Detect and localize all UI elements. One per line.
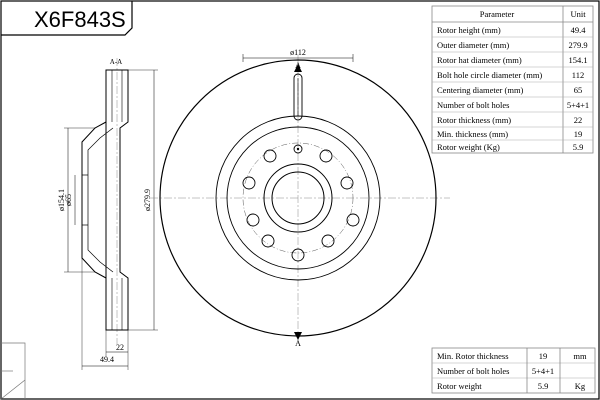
spec-row-value: 5.9 — [573, 142, 584, 152]
bolt-hole — [346, 213, 360, 227]
title-box-outline — [1, 1, 133, 36]
height-label: 49.4 — [100, 355, 114, 364]
summary-row-label: Rotor weight — [437, 381, 482, 391]
bolt-hole — [242, 176, 256, 190]
summary-table: Min. Rotor thickness 19 mm Number of bol… — [431, 347, 596, 394]
spec-row-label: Bolt hole circle diameter (mm) — [437, 70, 542, 80]
spec-row-value: 19 — [574, 129, 583, 139]
spec-row-value: 22 — [574, 115, 583, 125]
spec-row-value: 65 — [574, 85, 583, 95]
bolt-hole — [321, 234, 335, 248]
thickness-label: 22 — [116, 343, 124, 352]
centre-bore — [271, 171, 325, 225]
section-mark-bottom: A — [295, 339, 301, 348]
spec-row-value: 5+4+1 — [567, 100, 589, 110]
section-marker-bottom: A — [294, 332, 302, 348]
side-section-view: A-A ø154.1 ø65 ø279.9 22 49.4 — [57, 58, 158, 370]
pcd-label: ø112 — [290, 48, 306, 57]
spec-row-label: Rotor thickness (mm) — [437, 115, 511, 125]
spec-table: Parameter Unit Rotor height (mm) 49.4 Ou… — [431, 5, 594, 154]
section-mark-top: A — [295, 61, 301, 70]
spec-row-value: 154.1 — [568, 55, 587, 65]
spec-row-value: 49.4 — [571, 25, 587, 35]
bolt-hole — [246, 213, 260, 227]
spec-header-unit: Unit — [570, 9, 586, 19]
rotor-hat-edge — [226, 126, 370, 270]
bolt-holes — [242, 144, 360, 262]
vent-slot — [293, 73, 303, 121]
spec-header-parameter: Parameter — [480, 9, 515, 19]
spec-row-label: Rotor height (mm) — [437, 25, 501, 35]
rotor-hat-section — [81, 121, 107, 279]
bolt-circle — [242, 142, 354, 254]
section-marker-top: A — [294, 61, 302, 72]
spec-row-label: Outer diameter (mm) — [437, 40, 509, 50]
bolt-hole — [291, 248, 305, 262]
centre-bore-outer — [263, 163, 333, 233]
spec-row-label: Min. thickness (mm) — [437, 129, 508, 139]
spec-row-label: Rotor hat diameter (mm) — [437, 55, 522, 65]
outer-diameter-label: ø279.9 — [143, 189, 152, 211]
summary-row-value: 5+4+1 — [532, 366, 554, 376]
corner-marks — [0, 342, 26, 400]
locating-hole — [293, 144, 303, 154]
bolt-hole — [263, 149, 277, 163]
bolt-hole — [340, 176, 354, 190]
bolt-hole — [319, 149, 333, 163]
summary-row-value: 19 — [539, 351, 548, 361]
summary-table-frame — [431, 347, 596, 394]
bolt-hole — [261, 234, 275, 248]
center-diameter-label: ø65 — [64, 194, 73, 206]
spec-table-frame — [431, 5, 594, 154]
title-block: X6F843S — [1, 1, 133, 36]
spec-row-value: 279.9 — [568, 40, 587, 50]
hat-diameter-label: ø154.1 — [57, 189, 66, 211]
part-number: X6F843S — [34, 7, 126, 32]
spec-row-label: Rotor weight (Kg) — [437, 142, 500, 152]
summary-row-unit: Kg — [575, 381, 586, 391]
spec-row-label: Number of bolt holes — [437, 100, 509, 110]
summary-row-label: Min. Rotor thickness — [437, 351, 509, 361]
summary-row-value: 5.9 — [538, 381, 549, 391]
section-label: A-A — [110, 58, 122, 66]
spec-row-value: 112 — [572, 70, 584, 80]
summary-row-label: Number of bolt holes — [437, 366, 509, 376]
friction-ring-section — [105, 69, 129, 331]
spec-row-label: Centering diameter (mm) — [437, 85, 524, 95]
summary-row-unit: mm — [573, 351, 587, 361]
